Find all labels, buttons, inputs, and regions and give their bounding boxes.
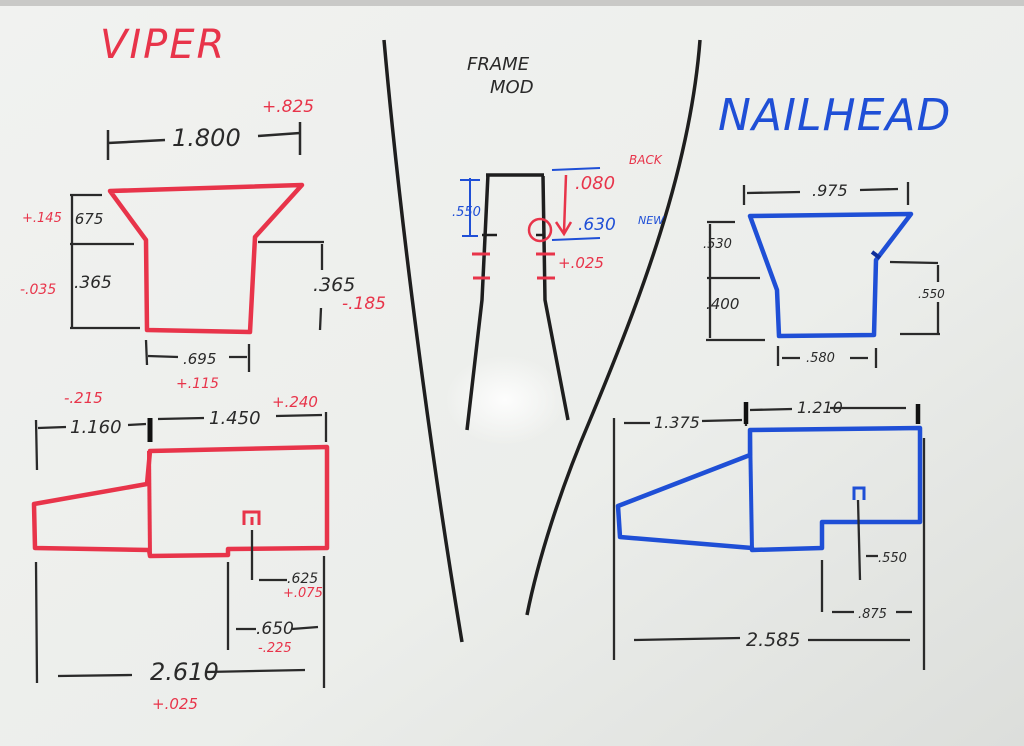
viper-dim-650-delta: -.225 xyxy=(258,641,292,656)
viper-side-right-width: 1.450 xyxy=(209,408,261,429)
frame-mod-title-line2: MOD xyxy=(490,77,534,98)
viper-dim-650: .650 xyxy=(256,619,294,639)
frame-mod-blue-bracket-right xyxy=(551,167,601,241)
nailhead-side-left-width: 1.375 xyxy=(654,413,700,432)
nailhead-title: NAILHEAD xyxy=(718,90,951,141)
nailhead-left-dim-line xyxy=(706,220,765,342)
frame-mod-circle xyxy=(527,217,553,243)
nailhead-right-dim-line xyxy=(889,260,940,336)
viper-overall-dim-line xyxy=(57,668,306,678)
viper-section: VIPER 1.800 +.825 .675 +.145 .365 -.035 … xyxy=(20,22,386,713)
nailhead-shoulder-mark xyxy=(870,250,882,260)
divider-right xyxy=(525,39,702,616)
frame-mod-title-line1: FRAME xyxy=(467,54,530,75)
nailhead-flare-height: .530 xyxy=(703,237,732,252)
viper-profile-shape xyxy=(107,182,305,335)
viper-top-width: 1.800 xyxy=(172,124,241,152)
viper-bottom-width: .695 xyxy=(183,350,216,368)
nailhead-shank-right: .550 xyxy=(918,287,945,301)
viper-shank-right-delta: -.185 xyxy=(342,294,386,314)
light-glare xyxy=(445,355,565,445)
viper-shank-right: .365 xyxy=(313,274,355,296)
viper-side-left-delta: -.215 xyxy=(64,389,103,407)
frame-mod-delta: +.025 xyxy=(558,254,604,272)
nailhead-bottom-dim-line xyxy=(776,346,878,368)
nailhead-side-right-width: 1.210 xyxy=(797,398,843,417)
nailhead-bottom-width: .580 xyxy=(806,351,835,366)
nailhead-dim-550: .550 xyxy=(878,551,907,566)
viper-side-divider xyxy=(147,450,152,557)
frame-mod-section: FRAME MOD .550 .080 BACK .630 NEW +.025 xyxy=(382,39,702,643)
viper-shank-left-delta: -.035 xyxy=(20,282,56,298)
viper-bottom-dim-line xyxy=(144,339,251,372)
viper-side-notch xyxy=(242,510,261,525)
viper-title: VIPER xyxy=(100,22,226,68)
frame-mod-back: .080 xyxy=(575,173,615,194)
nailhead-section: NAILHEAD .975 .530 .400 .550 .580 1.375 … xyxy=(612,90,951,670)
viper-dim-625-delta: +.075 xyxy=(283,586,323,601)
viper-overall-length: 2.610 xyxy=(150,658,219,686)
divider-left xyxy=(382,39,464,643)
frame-mod-dim-550: .550 xyxy=(452,205,481,220)
frame-mod-blue-bracket-left xyxy=(460,178,480,237)
viper-side-left-width: 1.160 xyxy=(70,417,122,438)
nailhead-top-width: .975 xyxy=(812,181,848,200)
viper-lower-dim-lines xyxy=(34,530,326,688)
nailhead-dim-875: .875 xyxy=(858,607,887,622)
frame-mod-new-label: NEW xyxy=(638,214,665,227)
viper-top-dim-line xyxy=(106,122,302,160)
viper-top-width-delta: +.825 xyxy=(262,97,314,117)
nailhead-side-marker xyxy=(743,402,921,424)
board-top-frame xyxy=(0,0,1024,6)
nailhead-shank-left: .400 xyxy=(706,295,739,313)
nailhead-top-dim-line xyxy=(742,182,910,205)
viper-overall-length-delta: +.025 xyxy=(152,695,198,713)
frame-mod-frame xyxy=(465,173,570,431)
viper-dim-625: .625 xyxy=(287,571,318,587)
nailhead-side-notch xyxy=(852,486,866,500)
viper-bottom-width-delta: +.115 xyxy=(176,376,219,392)
nailhead-side-divider xyxy=(748,429,754,551)
viper-flare-height-delta: +.145 xyxy=(22,211,62,226)
frame-mod-arrow xyxy=(554,174,573,237)
nailhead-overall-length: 2.585 xyxy=(746,629,800,651)
nailhead-profile-shape xyxy=(747,211,914,339)
viper-left-dim-line xyxy=(70,193,140,330)
nailhead-lower-dim-lines xyxy=(633,438,926,670)
viper-shank-left: .365 xyxy=(74,273,112,293)
frame-mod-new: .630 xyxy=(578,215,616,235)
viper-flare-height: .675 xyxy=(70,210,103,228)
viper-right-dim-line xyxy=(258,240,324,331)
frame-mod-red-marks xyxy=(472,252,555,280)
viper-side-right-delta: +.240 xyxy=(272,393,318,411)
frame-mod-back-label: BACK xyxy=(629,153,663,167)
